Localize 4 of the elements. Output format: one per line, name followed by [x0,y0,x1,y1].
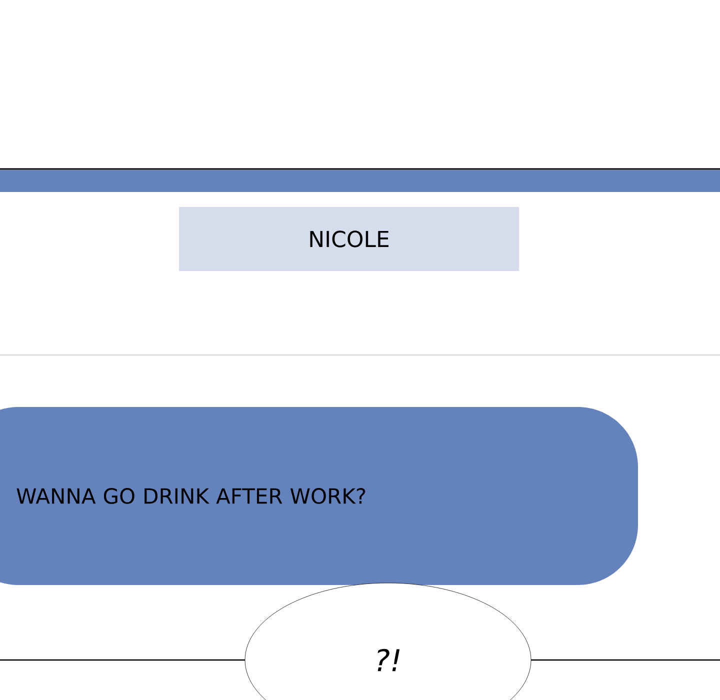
name-box: NICOLE [179,207,519,271]
node-label: ?! [378,648,400,672]
message-bubble: WANNA GO DRINK AFTER WORK? [0,407,638,585]
speech-bubble: ?! [244,582,532,700]
